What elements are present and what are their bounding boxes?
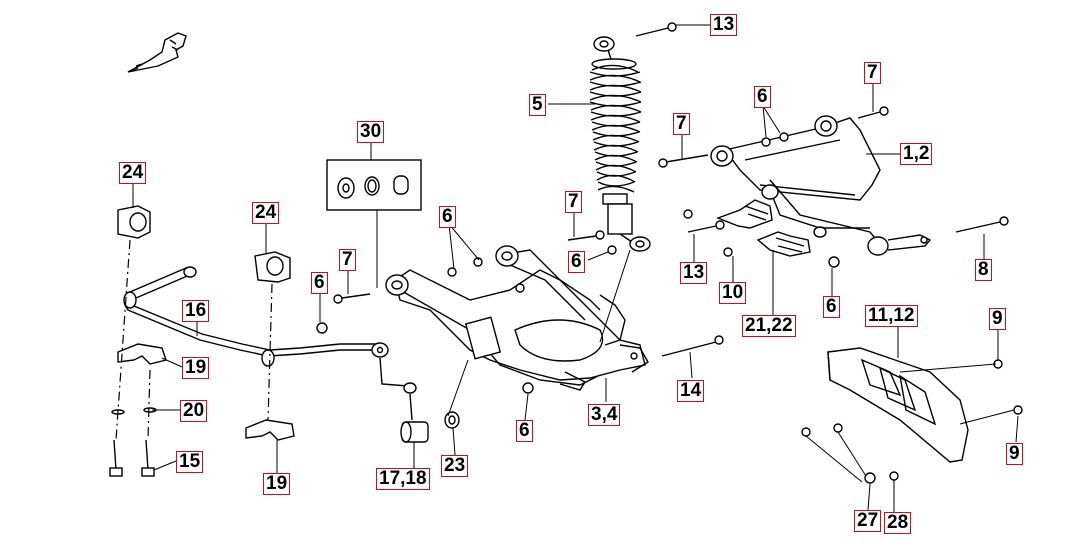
callout-6: 6 (754, 86, 771, 108)
leader-lines (132, 24, 1019, 512)
callout-16: 16 (182, 300, 210, 322)
callout-20: 20 (180, 400, 208, 422)
callout-24: 24 (119, 162, 147, 184)
callout-10: 10 (719, 282, 747, 304)
callout-19: 19 (182, 357, 210, 379)
upper-control-arm (710, 115, 932, 256)
brackets (716, 199, 811, 257)
callout-6: 6 (568, 251, 585, 273)
callout-9: 9 (1006, 443, 1023, 465)
stabilizer-link (379, 357, 460, 443)
callout-7: 7 (565, 191, 582, 213)
callout-21-22: 21,22 (742, 315, 796, 337)
callout-8: 8 (975, 259, 992, 281)
callout-11-12: 11,12 (865, 305, 918, 327)
callout-1-2: 1,2 (900, 143, 933, 165)
callout-7: 7 (673, 113, 690, 135)
bushing-kit-box (326, 159, 422, 211)
callout-5: 5 (529, 94, 546, 116)
callout-13: 13 (710, 14, 738, 36)
callout-6: 6 (516, 420, 533, 442)
callout-7: 7 (339, 249, 356, 271)
callout-19: 19 (263, 473, 291, 495)
callout-3-4: 3,4 (588, 404, 621, 426)
callout-24: 24 (252, 202, 280, 224)
callout-13: 13 (680, 262, 708, 284)
callout-9: 9 (989, 308, 1006, 330)
callout-6: 6 (311, 272, 328, 294)
callout-27: 27 (854, 510, 882, 532)
callout-30: 30 (357, 121, 385, 143)
stabilizer-bar (123, 266, 389, 367)
callout-28: 28 (884, 512, 912, 534)
front-direction-arrow-icon (127, 32, 187, 73)
callout-6: 6 (439, 206, 456, 228)
lower-control-arm (385, 245, 649, 391)
callout-6: 6 (823, 296, 840, 318)
protector-plate (827, 347, 969, 463)
callout-23: 23 (441, 455, 469, 477)
callout-14: 14 (677, 380, 705, 402)
callout-15: 15 (176, 451, 204, 473)
callout-17-18: 17,18 (376, 468, 430, 490)
stabilizer-bushings (117, 205, 295, 441)
center-lines (115, 239, 273, 441)
nuts (111, 132, 840, 415)
callout-7: 7 (864, 62, 881, 84)
shock-absorber (589, 36, 651, 252)
